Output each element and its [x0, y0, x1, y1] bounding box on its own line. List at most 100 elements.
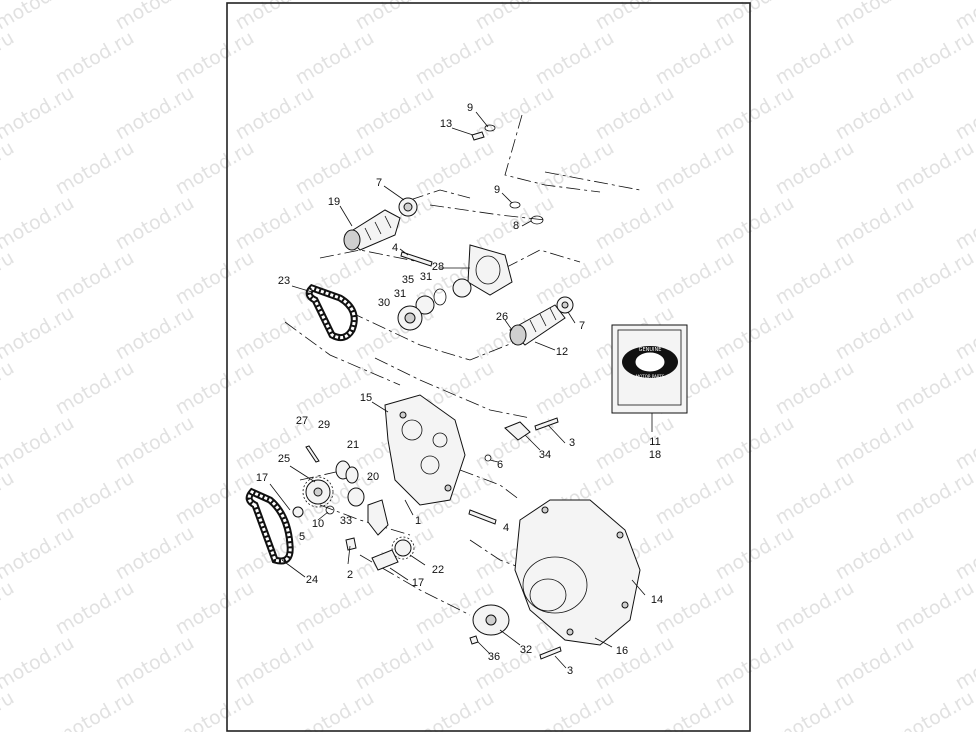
watermark-text: motod.ru — [952, 632, 976, 695]
o-ring-9 — [509, 201, 521, 209]
watermark-text: motod.ru — [712, 302, 798, 365]
watermark-text: motod.ru — [0, 192, 78, 255]
kit-badge-line2: MOTOR PARTS — [636, 374, 665, 379]
watermark-text: motod.ru — [0, 0, 78, 34]
callout-c13: 13 — [440, 118, 452, 130]
watermark-text: motod.ru — [712, 192, 798, 255]
watermark-text: motod.ru — [0, 467, 18, 530]
ring-35 — [433, 288, 447, 306]
camshaft-19 — [343, 209, 401, 251]
part-34 — [504, 421, 531, 441]
watermark-text: motod.ru — [532, 357, 618, 420]
watermark-text: motod.ru — [172, 247, 258, 310]
watermark-text: motod.ru — [592, 82, 678, 145]
watermark-text: motod.ru — [712, 82, 798, 145]
callout-c26: 26 — [496, 311, 508, 323]
kit-logo: GENUINE MOTOR PARTS — [622, 346, 678, 379]
watermark-text: motod.ru — [292, 357, 378, 420]
watermark-text: motod.ru — [532, 247, 618, 310]
watermark-text: motod.ru — [832, 412, 918, 475]
watermark-text: motod.ru — [832, 82, 918, 145]
callout-c10: 10 — [312, 518, 324, 530]
bolt-4-top — [400, 251, 433, 267]
watermark-text: motod.ru — [952, 192, 976, 255]
watermark-text: motod.ru — [232, 192, 318, 255]
watermark-text: motod.ru — [232, 302, 318, 365]
callout-c21: 21 — [347, 439, 359, 451]
o-ring-8 — [530, 215, 544, 225]
callout-c9a: 9 — [467, 102, 473, 114]
watermark-text: motod.ru — [412, 687, 498, 732]
watermark-text: motod.ru — [52, 247, 138, 310]
plug-13 — [471, 131, 485, 141]
watermark-text: motod.ru — [472, 412, 558, 475]
cam-support-plate-15 — [384, 394, 466, 506]
watermark-text: motod.ru — [772, 687, 858, 732]
callout-c18: 18 — [649, 449, 661, 461]
watermark-text: motod.ru — [832, 522, 918, 585]
plate-17-bottom — [371, 549, 399, 571]
watermark-text: motod.ru — [772, 137, 858, 200]
watermark-text: motod.ru — [532, 27, 618, 90]
callout-c1: 1 — [415, 515, 421, 527]
assembly-lines — [284, 114, 641, 616]
diagram-frame — [226, 2, 751, 732]
callout-c9b: 9 — [494, 184, 500, 196]
watermark-text: motod.ru — [592, 192, 678, 255]
callout-c23: 23 — [278, 275, 290, 287]
cover-28 — [467, 244, 513, 296]
dowel-6 — [484, 454, 492, 462]
watermark-text: motod.ru — [772, 467, 858, 530]
watermark-text: motod.ru — [0, 302, 78, 365]
callout-c7a: 7 — [376, 177, 382, 189]
watermark-text: motod.ru — [352, 82, 438, 145]
callout-c19: 19 — [328, 196, 340, 208]
watermark-text: motod.ru — [112, 192, 198, 255]
callout-c12: 12 — [556, 346, 568, 358]
kit-badge-line1: GENUINE — [639, 347, 662, 353]
watermark-text: motod.ru — [172, 137, 258, 200]
watermark-text: motod.ru — [712, 412, 798, 475]
watermark-text: motod.ru — [52, 357, 138, 420]
callout-c2: 2 — [347, 569, 353, 581]
watermark-text: motod.ru — [892, 27, 976, 90]
watermark-text: motod.ru — [0, 27, 18, 90]
watermark-text: motod.ru — [52, 27, 138, 90]
chain-23 — [305, 283, 358, 342]
pin-27 — [305, 445, 320, 463]
watermark-text: motod.ru — [0, 522, 78, 585]
washer-10 — [325, 505, 335, 515]
sprocket-25 — [302, 476, 334, 508]
watermark-text: motod.ru — [952, 82, 976, 145]
watermark-text: motod.ru — [112, 302, 198, 365]
watermark-text: motod.ru — [52, 137, 138, 200]
watermark-text: motod.ru — [892, 577, 976, 640]
callout-c29: 29 — [318, 419, 330, 431]
bearing-31b — [415, 295, 435, 315]
watermark-text: motod.ru — [52, 467, 138, 530]
watermark-text: motod.ru — [0, 82, 78, 145]
watermark-text: motod.ru — [0, 137, 18, 200]
callout-c3a: 3 — [569, 437, 575, 449]
watermark-text: motod.ru — [652, 247, 738, 310]
callout-c34: 34 — [539, 449, 551, 461]
watermark-text: motod.ru — [652, 27, 738, 90]
watermark-text: motod.ru — [952, 412, 976, 475]
watermark-text: motod.ru — [772, 577, 858, 640]
camshaft-12 — [509, 304, 566, 346]
watermark-text: motod.ru — [172, 27, 258, 90]
callout-c6: 6 — [497, 459, 503, 471]
watermark-text: motod.ru — [772, 357, 858, 420]
watermark-text: motod.ru — [892, 687, 976, 732]
callout-c5: 5 — [299, 531, 305, 543]
watermark-text: motod.ru — [112, 412, 198, 475]
watermark-text: motod.ru — [712, 632, 798, 695]
callout-c4a: 4 — [392, 242, 398, 254]
watermark-text: motod.ru — [412, 27, 498, 90]
watermark-text: motod.ru — [652, 577, 738, 640]
o-ring-9-top — [484, 124, 496, 132]
bearing-32 — [472, 604, 510, 636]
watermark-text: motod.ru — [292, 27, 378, 90]
leader-lines — [269, 111, 646, 669]
